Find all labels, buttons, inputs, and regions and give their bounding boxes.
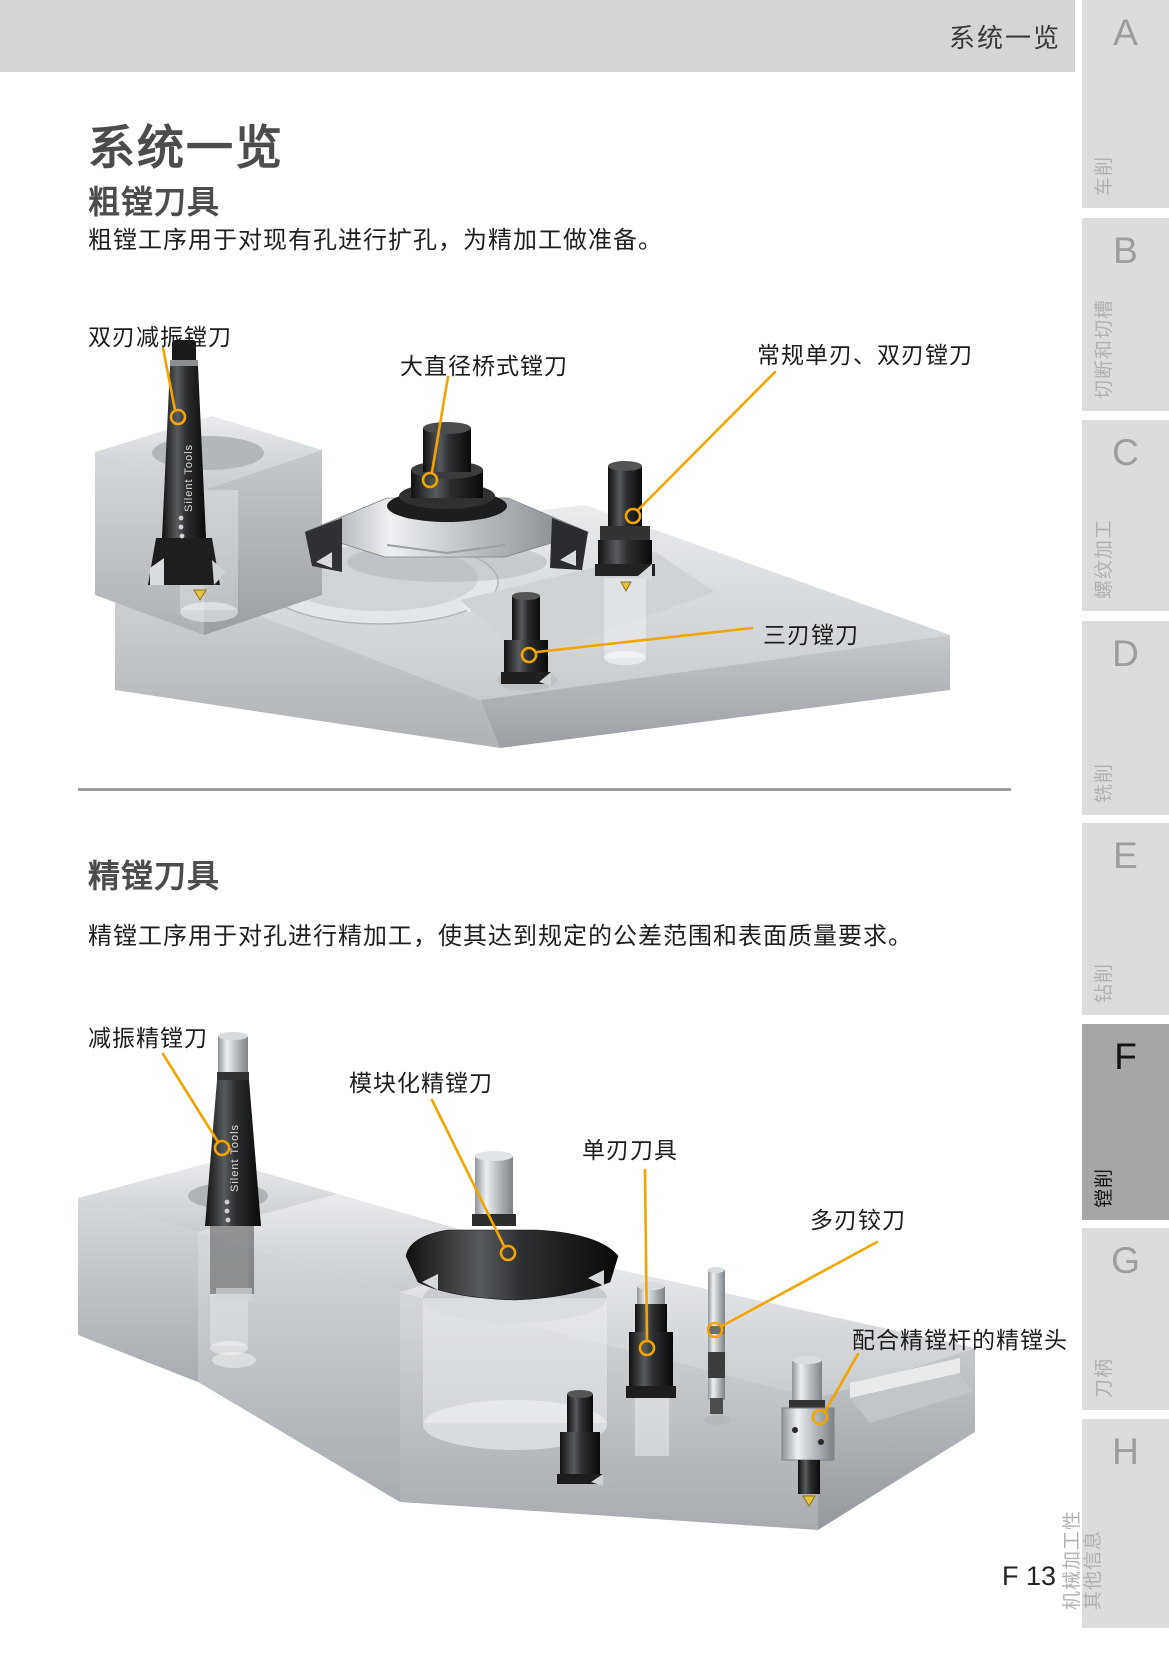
callout-bridge-boring-tool: 大直径桥式镗刀 — [400, 354, 568, 379]
leader-single-twin-edge-tool — [624, 370, 777, 525]
tab-h-machinability-info[interactable]: H 机械加工性 其他信息 — [1062, 1419, 1169, 1628]
single-edge-tool-graphic — [626, 1282, 676, 1456]
rough-boring-illustration: Silent Tools — [95, 340, 950, 748]
fine-boring-illustration: Silent Tools — [78, 1032, 975, 1530]
leader-triple-edge-tool — [520, 626, 754, 664]
page-title: 系统一览 — [88, 121, 284, 175]
small-boring-tool-graphic — [557, 1390, 603, 1486]
callout-multi-edge-reamer: 多刃铰刀 — [810, 1208, 906, 1233]
callout-modular-fine-boring-head: 模块化精镗刀 — [349, 1071, 493, 1096]
multi-edge-reamer-graphic — [707, 1267, 725, 1414]
fine-boring-heading: 精镗刀具 — [88, 857, 221, 894]
tab-d-milling[interactable]: D 铣削 — [1082, 621, 1169, 815]
tab-label: 车削 — [1093, 155, 1115, 196]
callout-damped-boring-bar: 双刃减振镗刀 — [88, 325, 232, 350]
bridge-boring-tool-graphic — [303, 422, 590, 582]
tab-b-parting-grooving[interactable]: B 切断和切槽 — [1082, 218, 1169, 411]
tab-label: 刀柄 — [1093, 1357, 1115, 1398]
tab-letter: G — [1111, 1240, 1140, 1281]
tab-a-turning[interactable]: A 车削 — [1082, 0, 1169, 208]
page-number: F 13 — [1002, 1561, 1057, 1591]
tab-f-boring-active[interactable]: F 镗削 — [1082, 1024, 1169, 1220]
fine-boring-description: 精镗工序用于对孔进行精加工，使其达到规定的公差范围和表面质量要求。 — [88, 924, 913, 950]
leader-fine-boring-head — [811, 1352, 860, 1426]
single-twin-edge-tool-graphic — [595, 461, 655, 665]
callout-single-twin-edge-tool: 常规单刃、双刃镗刀 — [757, 343, 973, 368]
fine-boring-head-graphic — [781, 1356, 835, 1507]
tab-letter: B — [1113, 230, 1138, 271]
tab-letter: C — [1112, 432, 1139, 473]
section-tab-sidebar: A 车削 B 切断和切槽 C 螺纹加工 D 铣削 E 钻削 F 镗削 G 刀柄 … — [1062, 0, 1169, 1654]
section-divider — [78, 788, 1011, 791]
silent-tools-branding: Silent Tools — [229, 1124, 241, 1192]
tab-label: 机械加工性 其他信息 — [1061, 1509, 1104, 1610]
tab-label: 镗削 — [1093, 1167, 1115, 1208]
modular-fine-boring-head-graphic — [405, 1151, 619, 1301]
tab-label: 螺纹加工 — [1093, 518, 1115, 599]
tab-label: 钻削 — [1093, 962, 1115, 1003]
leader-damped-boring-bar — [161, 346, 187, 426]
running-header-title: 系统一览 — [948, 23, 1061, 53]
tab-e-drilling[interactable]: E 钻削 — [1082, 823, 1169, 1015]
callout-single-edge-tool: 单刃刀具 — [582, 1138, 678, 1163]
triple-edge-tool-graphic — [501, 592, 551, 686]
silent-tools-branding: Silent Tools — [183, 444, 195, 512]
page-header-bar: 系统一览 — [0, 0, 1075, 72]
leader-multi-edge-reamer — [706, 1240, 879, 1339]
rough-boring-heading: 粗镗刀具 — [88, 183, 221, 220]
rough-boring-description: 粗镗工序用于对现有孔进行扩孔，为精加工做准备。 — [88, 228, 663, 254]
tab-letter: H — [1112, 1431, 1139, 1472]
callout-triple-edge-tool: 三刃镗刀 — [763, 623, 859, 648]
rough-raised-block — [95, 416, 322, 635]
tab-c-threading[interactable]: C 螺纹加工 — [1082, 420, 1169, 611]
leader-damped-fine-boring-bar — [161, 1052, 231, 1157]
tab-letter: F — [1114, 1036, 1137, 1077]
tab-g-tool-holding[interactable]: G 刀柄 — [1082, 1228, 1169, 1410]
tab-label: 切断和切槽 — [1093, 298, 1115, 399]
tab-letter: A — [1113, 12, 1138, 53]
damped-boring-bar-graphic: Silent Tools — [148, 340, 226, 601]
tab-label: 铣削 — [1093, 762, 1115, 803]
damped-fine-boring-bar-graphic: Silent Tools — [205, 1032, 261, 1368]
callout-fine-boring-head: 配合精镗杆的精镗头 — [852, 1328, 1068, 1353]
tab-letter: D — [1112, 633, 1139, 674]
leader-single-edge-tool — [638, 1168, 656, 1357]
tab-letter: E — [1113, 835, 1138, 876]
callout-damped-fine-boring-bar: 减振精镗刀 — [88, 1026, 208, 1051]
leader-bridge-boring-tool — [421, 375, 450, 489]
leader-modular-fine-boring-head — [430, 1098, 517, 1262]
